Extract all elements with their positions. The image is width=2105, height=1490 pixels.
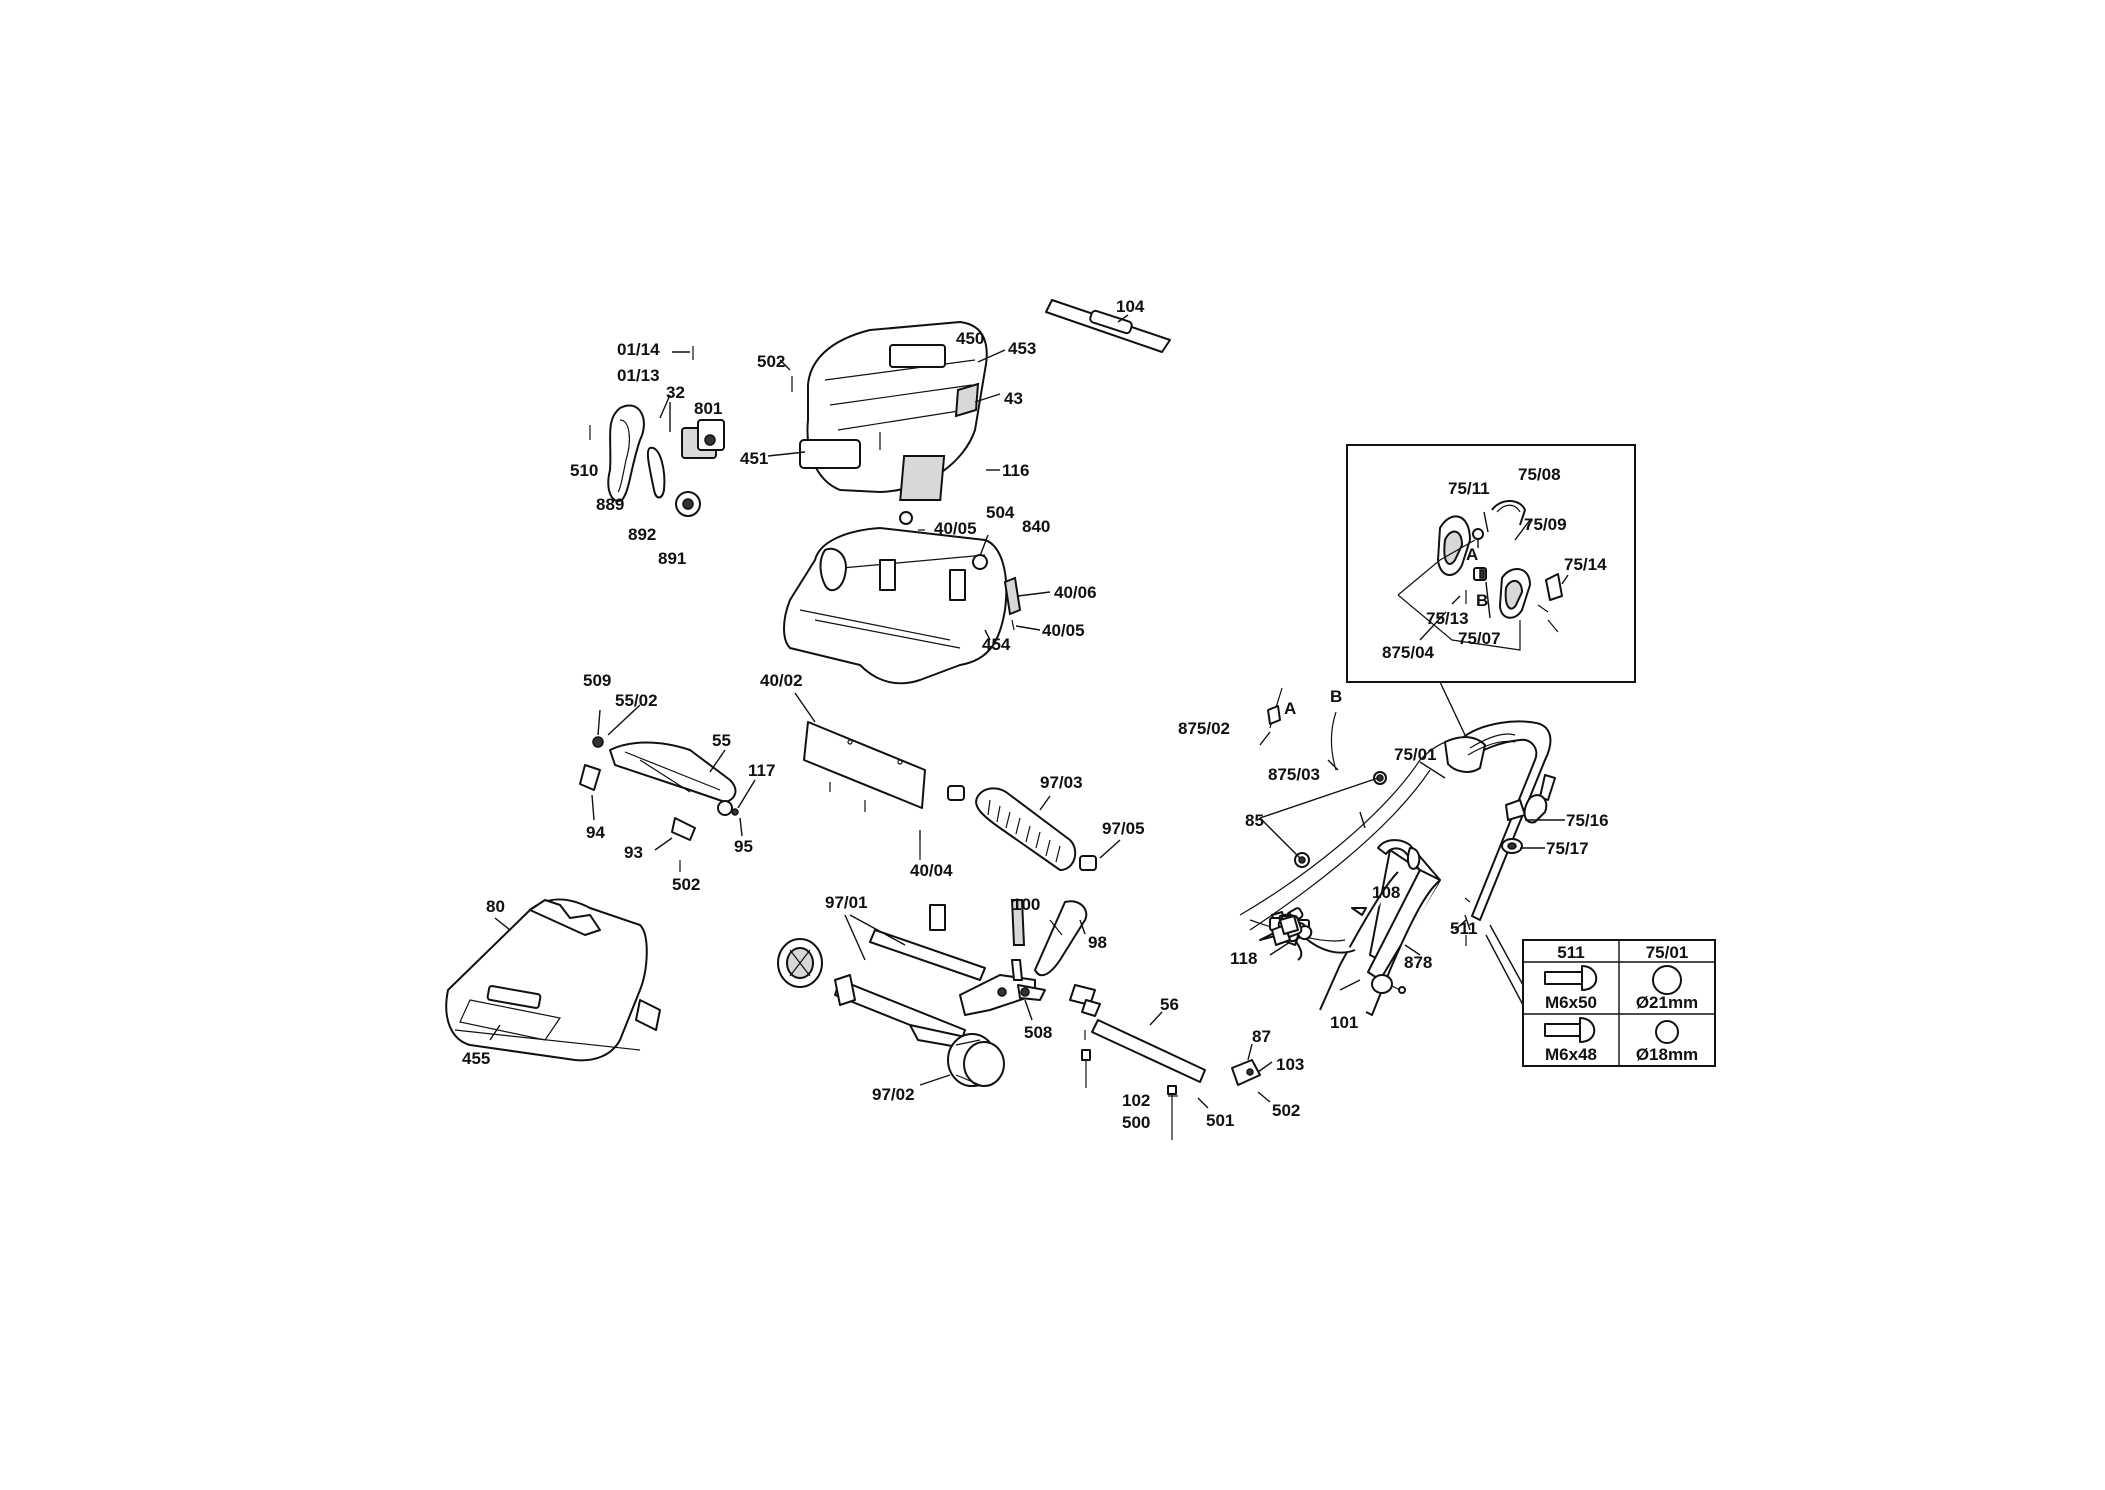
label-502-b: 502 [672,875,700,894]
label-01-13: 01/13 [617,366,660,385]
label-455: 455 [462,1049,490,1068]
label-100: 100 [1012,895,1040,914]
handle [1239,720,1565,1016]
label-511: 511 [1450,919,1477,938]
label-75-01: 75/01 [1394,745,1437,764]
table-header-75-01: 75/01 [1646,943,1689,962]
label-104: 104 [1116,297,1145,316]
label-32: 32 [666,383,685,402]
label-451: 451 [740,449,768,468]
label-40-05-b: 40/05 [1042,621,1085,640]
label-75-08: 75/08 [1518,465,1561,484]
label-75-14: 75/14 [1564,555,1607,574]
spec-table: 511 75/01 M6x50 Ø21mm M6x48 Ø18mm [1522,939,1716,1067]
label-94: 94 [586,823,605,842]
label-B-inset: B [1476,591,1488,610]
chassis [777,899,1088,1087]
label-40-05-a: 40/05 [934,519,977,538]
label-108: 108 [1372,883,1400,902]
label-75-09: 75/09 [1524,515,1567,534]
label-40-04: 40/04 [910,861,953,880]
label-97-01: 97/01 [825,893,868,912]
table-size-row-2: M6x48 [1545,1045,1597,1064]
label-97-03: 97/03 [1040,773,1083,792]
label-891: 891 [658,549,686,568]
roller [919,785,1121,871]
label-103: 103 [1276,1055,1304,1074]
label-454: 454 [982,635,1011,654]
label-117: 117 [748,761,775,780]
cables [1259,687,1339,771]
label-80: 80 [486,897,505,916]
label-A-cable: A [1284,699,1296,718]
label-508: 508 [1024,1023,1052,1042]
label-98: 98 [1088,933,1107,952]
label-75-16: 75/16 [1566,811,1609,830]
washer-18mm-icon [1655,1020,1679,1044]
label-75-11: 75/11 [1448,479,1490,498]
filter [899,455,1000,501]
label-510: 510 [570,461,598,480]
top-cover [767,321,1006,493]
label-B-cable: B [1330,687,1342,706]
label-101: 101 [1330,1013,1358,1032]
label-97-02: 97/02 [872,1085,915,1104]
table-diameter-row-1: Ø21mm [1636,993,1698,1012]
inset-leader-line [1439,681,1466,736]
label-875-04: 875/04 [1382,643,1435,662]
label-116: 116 [1002,461,1029,480]
label-840: 840 [1022,517,1050,536]
label-509: 509 [583,671,611,690]
label-875-02: 875/02 [1178,719,1230,738]
motor-group [589,346,725,517]
label-500: 500 [1122,1113,1150,1132]
label-889: 889 [596,495,624,514]
label-892: 892 [628,525,656,544]
label-453: 453 [1008,339,1036,358]
label-75-07: 75/07 [1458,629,1501,648]
label-75-13: 75/13 [1426,609,1469,628]
housing [783,511,1051,685]
label-502-c: 502 [1272,1101,1300,1120]
label-A-inset: A [1466,545,1478,564]
label-87: 87 [1252,1027,1271,1046]
label-40-02: 40/02 [760,671,803,690]
table-size-row-1: M6x50 [1545,993,1597,1012]
table-diameter-row-2: Ø18mm [1636,1045,1698,1064]
table-leader-2 [1485,934,1524,1006]
label-97-05: 97/05 [1102,819,1145,838]
label-875-03: 875/03 [1268,765,1320,784]
washer-21mm-icon [1652,965,1682,995]
part-labels: 01/14 01/13 32 801 510 889 892 891 502 4… [462,297,1609,1132]
label-118: 118 [1230,949,1257,968]
blade-holder [794,692,926,840]
rear-bar [1069,984,1273,1140]
label-55-02: 55/02 [615,691,658,710]
label-56: 56 [1160,995,1179,1014]
label-102: 102 [1122,1091,1150,1110]
label-93: 93 [624,843,643,862]
table-leader-1 [1489,924,1524,986]
label-55: 55 [712,731,731,750]
label-43: 43 [1004,389,1023,408]
label-40-06: 40/06 [1054,583,1097,602]
label-504: 504 [986,503,1015,522]
rear-plate [1045,299,1171,353]
grass-box [445,898,661,1062]
label-01-14: 01/14 [617,340,660,359]
label-75-17: 75/17 [1546,839,1589,858]
label-801: 801 [694,399,722,418]
label-85: 85 [1245,811,1264,830]
label-450: 450 [956,329,984,348]
label-501: 501 [1206,1111,1234,1130]
label-95: 95 [734,837,753,856]
switch-detail-inset [1346,444,1636,683]
label-502-a: 502 [757,352,785,371]
blade-assembly [579,704,756,872]
label-878: 878 [1404,953,1432,972]
table-header-511: 511 [1557,943,1584,962]
